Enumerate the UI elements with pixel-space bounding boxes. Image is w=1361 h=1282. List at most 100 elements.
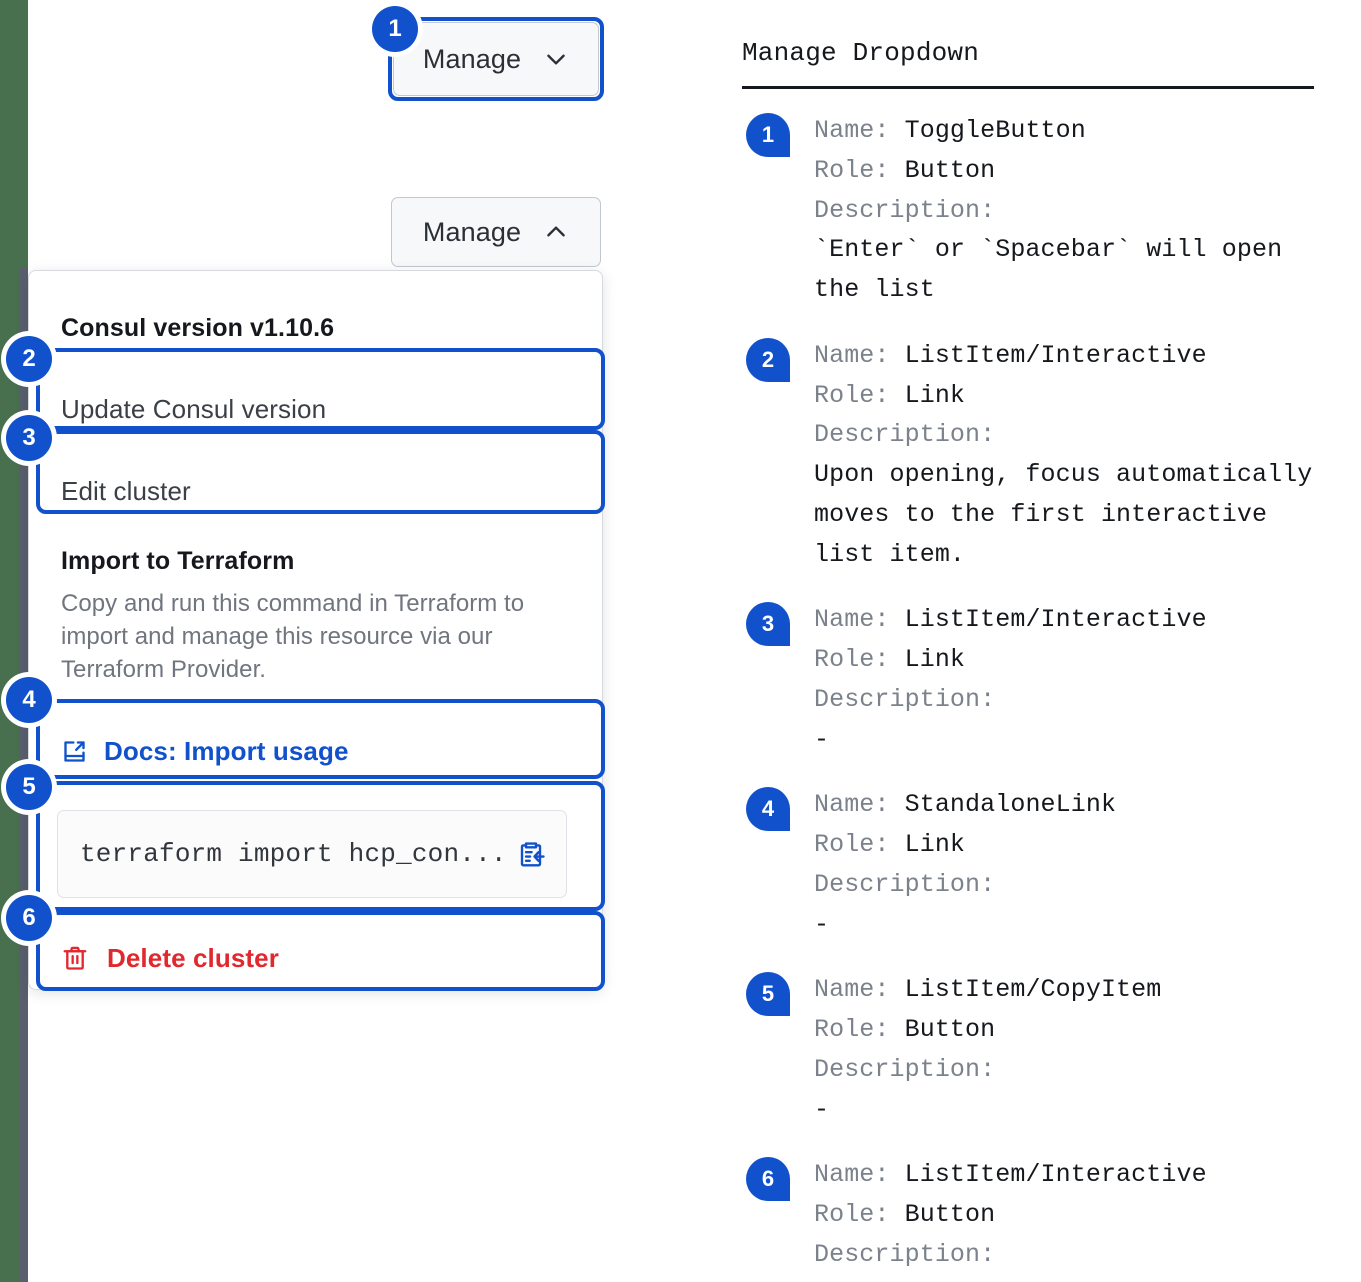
annotation-name-key: Name: — [814, 340, 905, 370]
annotation-role-value: Button — [904, 1015, 996, 1044]
dropdown-item-update-consul-version[interactable]: Update Consul version — [29, 371, 604, 447]
annotation-role-value: Button — [904, 155, 996, 185]
annotation-role-value: Link — [904, 645, 966, 674]
annotation-name-value: ListItem/CopyItem — [904, 975, 1162, 1005]
annotation-desc-value: Upon opening, focus automatically moves … — [814, 460, 1313, 569]
terraform-copy-row[interactable]: terraform import hcp_con... — [29, 798, 604, 910]
annotation-desc-key: Description: — [814, 869, 996, 899]
annotation-name-key-line: Name: ListItem/Interactive — [814, 1155, 1314, 1195]
annotation-desc-line: `Enter` or `Spacebar` will open the list — [814, 230, 1282, 310]
annotation-role-key: Role: — [814, 155, 905, 185]
manage-toggle-label: Manage — [422, 43, 522, 74]
annotation-role-key-line: Role: Link — [814, 640, 1207, 680]
dropdown-version-heading: Consul version v1.10.6 — [61, 313, 335, 342]
annotation-desc-value: - — [814, 909, 830, 939]
annotation-role-key-line: Role: Link — [814, 825, 1116, 865]
annotation-name-key: Name: — [814, 605, 905, 635]
annotation-name-value: ListItem/Interactive — [904, 1160, 1207, 1190]
annotation-desc-key: Description: — [814, 195, 996, 225]
annotation-entry-badge-3: 3 — [746, 602, 790, 647]
dropdown-item-docs-import-usage[interactable]: Docs: Import usage — [29, 714, 604, 788]
annotation-desc-line: - — [814, 1090, 1161, 1130]
annotation-badge-1: 1 — [372, 6, 418, 52]
annotation-desc-key: Description: — [814, 1239, 996, 1269]
annotation-badge-4: 4 — [6, 677, 52, 723]
annotation-badge-3: 3 — [6, 415, 52, 461]
annotation-desc-key: Description: — [814, 420, 996, 450]
annotation-name-key-line: Name: ListItem/Interactive — [814, 600, 1207, 640]
annotation-desc-line: Upon opening, focus automatically moves … — [814, 455, 1312, 574]
manage-toggle-open-label: Manage — [422, 216, 522, 247]
dropdown-item-edit-cluster[interactable]: Edit cluster — [29, 453, 604, 529]
terraform-command-box[interactable]: terraform import hcp_con... — [57, 810, 567, 898]
annotation-entry-badge-4: 4 — [746, 787, 790, 832]
annotation-name-key: Name: — [814, 116, 905, 145]
annotation-desc-line: - — [814, 905, 1116, 945]
annotation-role-key: Role: — [814, 645, 905, 674]
annotation-entry-badge-5: 5 — [746, 972, 790, 1017]
annotation-desc-key-line: Description: — [814, 865, 1116, 905]
edit-cluster-label: Edit cluster — [61, 475, 191, 506]
annotation-desc-key-line: Description: — [814, 1235, 1314, 1275]
annotation-name-key-line: Name: ToggleButton — [814, 111, 1282, 151]
annotation-role-key-line: Role: Link — [814, 376, 1312, 416]
annotation-desc-line: Next tab moves out of the menu and to th… — [814, 1275, 1314, 1282]
annotation-badge-5: 5 — [6, 764, 52, 810]
annotation-name-key-line: Name: ListItem/Interactive — [814, 336, 1312, 376]
annotation-desc-key: Description: — [814, 1054, 996, 1084]
terraform-section-title: Import to Terraform — [61, 546, 295, 575]
annotation-role-key: Role: — [814, 380, 905, 410]
chevron-down-icon — [543, 46, 569, 72]
manage-dropdown-panel: Consul version v1.10.6 Update Consul ver… — [28, 270, 603, 990]
annotation-role-value: Link — [904, 380, 966, 410]
annotation-role-key: Role: — [814, 830, 905, 859]
annotation-role-value: Link — [904, 830, 966, 859]
annotation-badge-6: 6 — [6, 895, 52, 941]
annotation-desc-key-line: Description: — [814, 191, 1282, 231]
annotation-role-key: Role: — [814, 1015, 905, 1044]
annotation-role-key-line: Role: Button — [814, 1195, 1314, 1235]
update-consul-version-label: Update Consul version — [61, 393, 327, 424]
annotation-desc-line: - — [814, 720, 1207, 760]
annotation-name-key: Name: — [814, 790, 905, 820]
dropdown-item-delete-cluster[interactable]: Delete cluster — [29, 921, 604, 995]
terraform-section-description: Copy and run this command in Terraform t… — [61, 590, 525, 684]
annotation-name-key-line: Name: StandaloneLink — [814, 785, 1116, 825]
annotation-name-value: ToggleButton — [904, 116, 1086, 145]
annotation-role-value: Button — [904, 1200, 996, 1229]
annotation-desc-key: Description: — [814, 684, 996, 714]
chevron-up-icon — [543, 219, 569, 245]
annotation-role-key-line: Role: Button — [814, 151, 1282, 191]
annotation-desc-key-line: Description: — [814, 1050, 1161, 1090]
annotation-name-value: StandaloneLink — [904, 790, 1117, 820]
clipboard-copy-icon[interactable] — [516, 839, 546, 869]
annotation-entry-badge-2: 2 — [746, 337, 790, 382]
annotation-name-value: ListItem/Interactive — [904, 340, 1207, 370]
annotation-desc-key-line: Description: — [814, 680, 1207, 720]
annotation-desc-value: Next tab moves out of the menu and to th… — [814, 1280, 1267, 1282]
manage-toggle-button-open[interactable]: Manage — [391, 197, 601, 267]
annotation-name-key-line: Name: ListItem/CopyItem — [814, 970, 1161, 1010]
annotation-panel-divider — [742, 86, 1314, 89]
annotation-name-key: Name: — [814, 975, 905, 1005]
annotation-entry-badge-1: 1 — [746, 113, 790, 157]
annotation-desc-value: `Enter` or `Spacebar` will open the list — [814, 235, 1283, 304]
annotation-role-key-line: Role: Button — [814, 1010, 1161, 1050]
annotation-desc-key-line: Description: — [814, 415, 1312, 455]
annotation-desc-value: - — [814, 1094, 830, 1124]
trash-icon — [61, 944, 89, 972]
annotation-panel-title: Manage Dropdown — [742, 38, 980, 68]
manage-toggle-button-closed[interactable]: Manage — [393, 22, 599, 96]
